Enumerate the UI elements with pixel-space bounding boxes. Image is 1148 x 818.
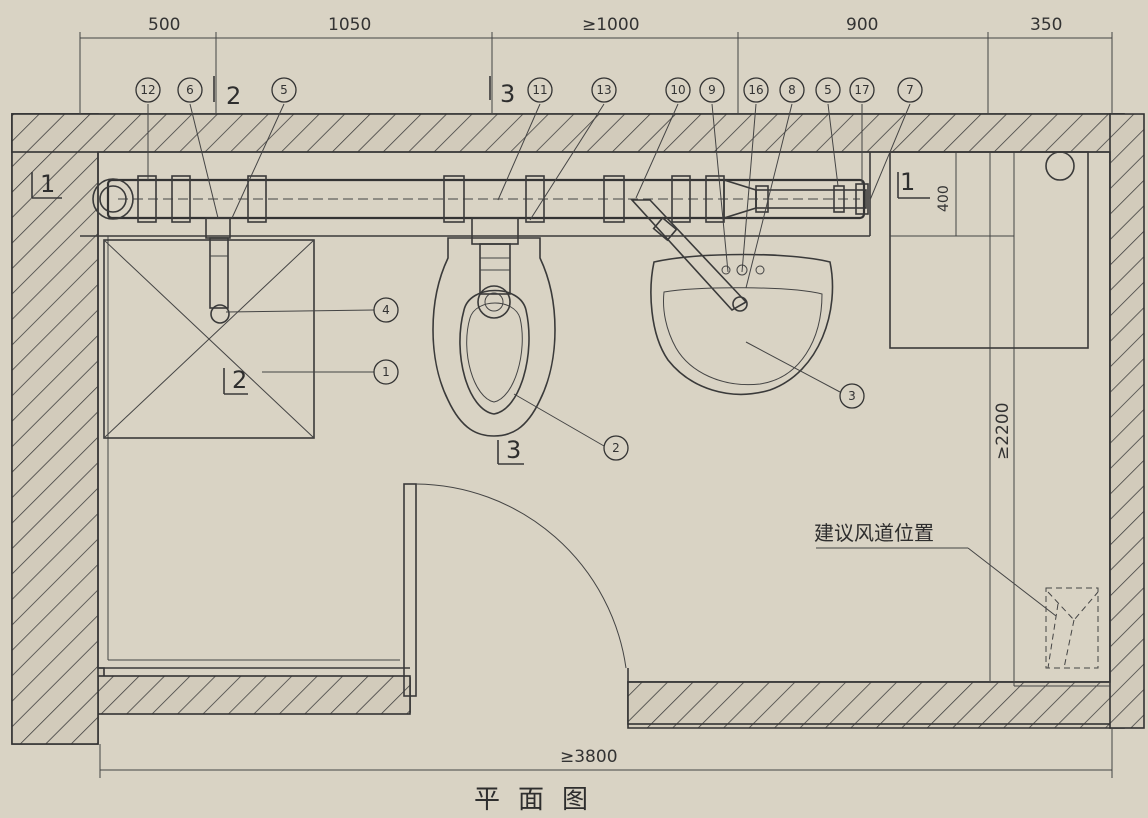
wall-bottom-right — [627, 681, 1125, 725]
wall-top — [11, 113, 1125, 153]
toilet — [432, 237, 556, 437]
vent-note: 建议风道位置 — [814, 521, 934, 545]
dim-2200: ≥2200 — [993, 402, 1013, 460]
balloon-9: 9 — [699, 77, 725, 103]
balloon-5-right: 5 — [815, 77, 841, 103]
svg-text:3: 3 — [848, 389, 856, 403]
svg-text:17: 17 — [854, 83, 869, 97]
balloon-11: 11 — [527, 77, 553, 103]
svg-text:13: 13 — [596, 83, 611, 97]
balloon-4: 4 — [373, 297, 399, 323]
balloon-3: 3 — [839, 383, 865, 409]
walls — [11, 113, 1145, 745]
balloon-2: 2 — [603, 435, 629, 461]
pipe-fittings — [137, 175, 869, 223]
drain-pipe — [92, 175, 869, 324]
svg-text:11: 11 — [532, 83, 547, 97]
section-mark-1-left: 1 — [40, 170, 55, 198]
balloon-13: 13 — [591, 77, 617, 103]
wall-bottom-left — [97, 675, 411, 715]
section-mark-2-bottom: 2 — [232, 366, 247, 394]
svg-text:6: 6 — [186, 83, 194, 97]
svg-text:12: 12 — [140, 83, 155, 97]
right-fixtures — [889, 151, 1099, 669]
balloon-6: 6 — [177, 77, 203, 103]
section-mark-3-bottom: 3 — [506, 436, 521, 464]
svg-text:16: 16 — [748, 83, 763, 97]
dim-1050: 1050 — [328, 15, 371, 35]
room-outline — [80, 151, 1111, 687]
shower-tray — [103, 239, 315, 439]
balloon-1: 1 — [373, 359, 399, 385]
plan-title: 平面图 — [474, 785, 606, 815]
section-mark-2-top: 2 — [226, 82, 241, 110]
wall-left — [11, 113, 99, 745]
svg-text:5: 5 — [824, 83, 832, 97]
section-mark-3-top: 3 — [500, 80, 515, 108]
svg-text:2: 2 — [612, 441, 620, 455]
door — [403, 483, 627, 697]
leader-lines — [147, 103, 1057, 617]
dimension-lines — [79, 32, 1113, 778]
svg-text:7: 7 — [906, 83, 914, 97]
balloon-10: 10 — [665, 77, 691, 103]
balloon-16: 16 — [743, 77, 769, 103]
svg-text:4: 4 — [382, 303, 390, 317]
dim-1000: ≥1000 — [582, 15, 640, 35]
section-mark-1-right: 1 — [900, 168, 915, 196]
vent-shaft — [1045, 587, 1099, 669]
svg-text:1: 1 — [382, 365, 390, 379]
wall-outer — [11, 113, 1125, 745]
balloon-8: 8 — [779, 77, 805, 103]
dim-350: 350 — [1030, 15, 1062, 35]
wash-basin — [650, 253, 834, 396]
svg-text:8: 8 — [788, 83, 796, 97]
balloon-17: 17 — [849, 77, 875, 103]
dim-3800: ≥3800 — [560, 747, 618, 767]
balloon-7: 7 — [897, 77, 923, 103]
dim-400: 400 — [936, 185, 952, 212]
dim-900: 900 — [846, 15, 878, 35]
balloon-5-left: 5 — [271, 77, 297, 103]
balloon-12: 12 — [135, 77, 161, 103]
callout-balloons: 12 6 5 11 13 10 9 16 8 5 17 7 4 1 2 3 — [135, 77, 923, 461]
section-marks: 1 1 2 2 3 3 — [31, 76, 930, 465]
dim-500: 500 — [148, 15, 180, 35]
svg-text:9: 9 — [708, 83, 716, 97]
svg-text:10: 10 — [670, 83, 685, 97]
svg-text:5: 5 — [280, 83, 288, 97]
wall-right — [1109, 113, 1145, 729]
